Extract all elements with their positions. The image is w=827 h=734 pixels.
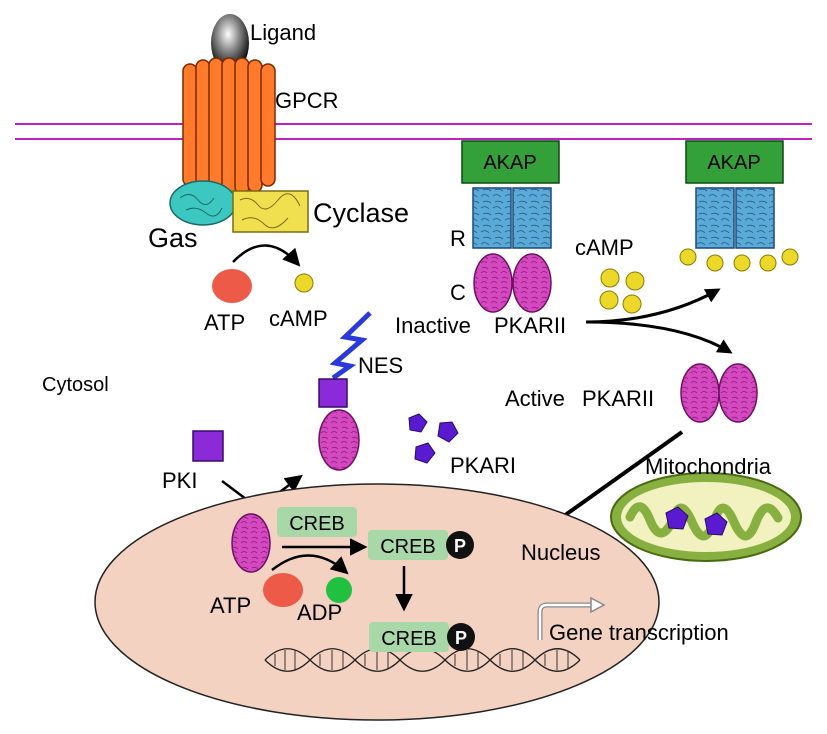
r-label: R: [450, 226, 466, 251]
camp-label-top: cAMP: [269, 306, 328, 331]
creb-box-2: [368, 530, 448, 560]
gas-label: Gas: [148, 223, 198, 253]
active-to-nucleus-arrow: [543, 430, 684, 531]
atp-to-adp-arrow: [271, 554, 349, 575]
camp-label-right: cAMP: [575, 235, 634, 260]
mitochondria-cristae: [625, 502, 783, 541]
pkarii-active-label: PKARII: [582, 386, 654, 411]
atp-molecule-top: [212, 269, 252, 303]
gene-arrow-head-icon: [590, 596, 606, 614]
atp-label-bottom: ATP: [210, 593, 251, 618]
atp-molecule-bottom: [263, 573, 303, 607]
creb-label-3: CREB: [381, 628, 437, 650]
creb-box-3: [369, 622, 449, 652]
nes-signal-icon: [329, 311, 372, 381]
cyclase-protein: [232, 190, 309, 233]
atp-to-camp-arrow: [232, 244, 301, 267]
pki-bound-square: [318, 378, 348, 408]
camp-cluster: [599, 268, 645, 314]
cyclase-texture: [239, 193, 301, 229]
pki-label: PKI: [162, 468, 197, 493]
akap-left-label: AKAP: [483, 152, 536, 174]
akap-left: [461, 140, 560, 184]
c-subunit-left-2-texture: [513, 254, 551, 312]
ligand-label: Ligand: [250, 20, 316, 45]
nes-label: NES: [358, 353, 403, 378]
phosphate-label-2: P: [455, 628, 467, 648]
atp-label-top: ATP: [204, 310, 245, 335]
active-label: Active: [505, 386, 565, 411]
pkari-label: PKARI: [450, 453, 516, 478]
creb-box-1: [277, 507, 357, 537]
creb-label-1: CREB: [289, 513, 345, 535]
camp-molecule-top: [294, 273, 314, 293]
gas-protein: [169, 180, 237, 226]
c-subunit-active-1-texture: [681, 364, 719, 422]
c-subunit-nucleus-texture: [232, 514, 270, 572]
cyclase-label: Cyclase: [313, 198, 409, 228]
pkari-mito-1: [665, 506, 689, 530]
c-subunit-left-1-texture: [474, 254, 512, 312]
phosphate-icon-2: [447, 623, 475, 651]
r-subunit-right-1-texture: [696, 188, 734, 248]
cytosol-label: Cytosol: [42, 374, 109, 396]
ligand-icon: [211, 14, 249, 72]
c-subunit-cytosol-texture: [319, 410, 359, 470]
adp-molecule: [326, 577, 352, 603]
camp-bound-right: [679, 248, 799, 272]
nucleus: [94, 483, 660, 721]
pkari-mito-2: [704, 512, 728, 536]
akap-right-label: AKAP: [707, 152, 760, 174]
mitochondria-label: Mitochondria: [645, 454, 772, 479]
pkari-pentagon-1: [408, 413, 428, 433]
dna-rungs: [274, 650, 569, 670]
adp-label: ADP: [297, 600, 342, 625]
r-subunit-left-2-texture: [513, 188, 551, 248]
c-subunit-active-2-texture: [719, 364, 757, 422]
gene-arrow-icon-inner: [538, 603, 593, 640]
r-subunit-left-1-texture: [473, 188, 511, 248]
pkari-pentagon-3: [414, 442, 436, 464]
c-label: C: [450, 280, 466, 305]
gpcr-icon: [182, 57, 276, 195]
phosphate-icon-1: [446, 531, 474, 559]
gene-transcription-label: Gene transcription: [549, 620, 729, 645]
r-subunit-right-2-texture: [736, 188, 774, 248]
dissociation-arrow-down: [585, 320, 733, 354]
gpcr-label: GPCR: [275, 88, 339, 113]
creb-label-2: CREB: [380, 536, 436, 558]
inactive-label: Inactive: [395, 313, 471, 338]
gas-texture: [179, 194, 223, 217]
akap-right: [685, 140, 784, 184]
phosphate-label-1: P: [454, 536, 466, 556]
pkari-pentagon-2: [437, 421, 459, 443]
pkarii-inactive-label: PKARII: [494, 313, 566, 338]
pki-square: [192, 430, 224, 462]
dna-strand-1: [264, 648, 581, 672]
nucleus-label: Nucleus: [521, 540, 600, 565]
